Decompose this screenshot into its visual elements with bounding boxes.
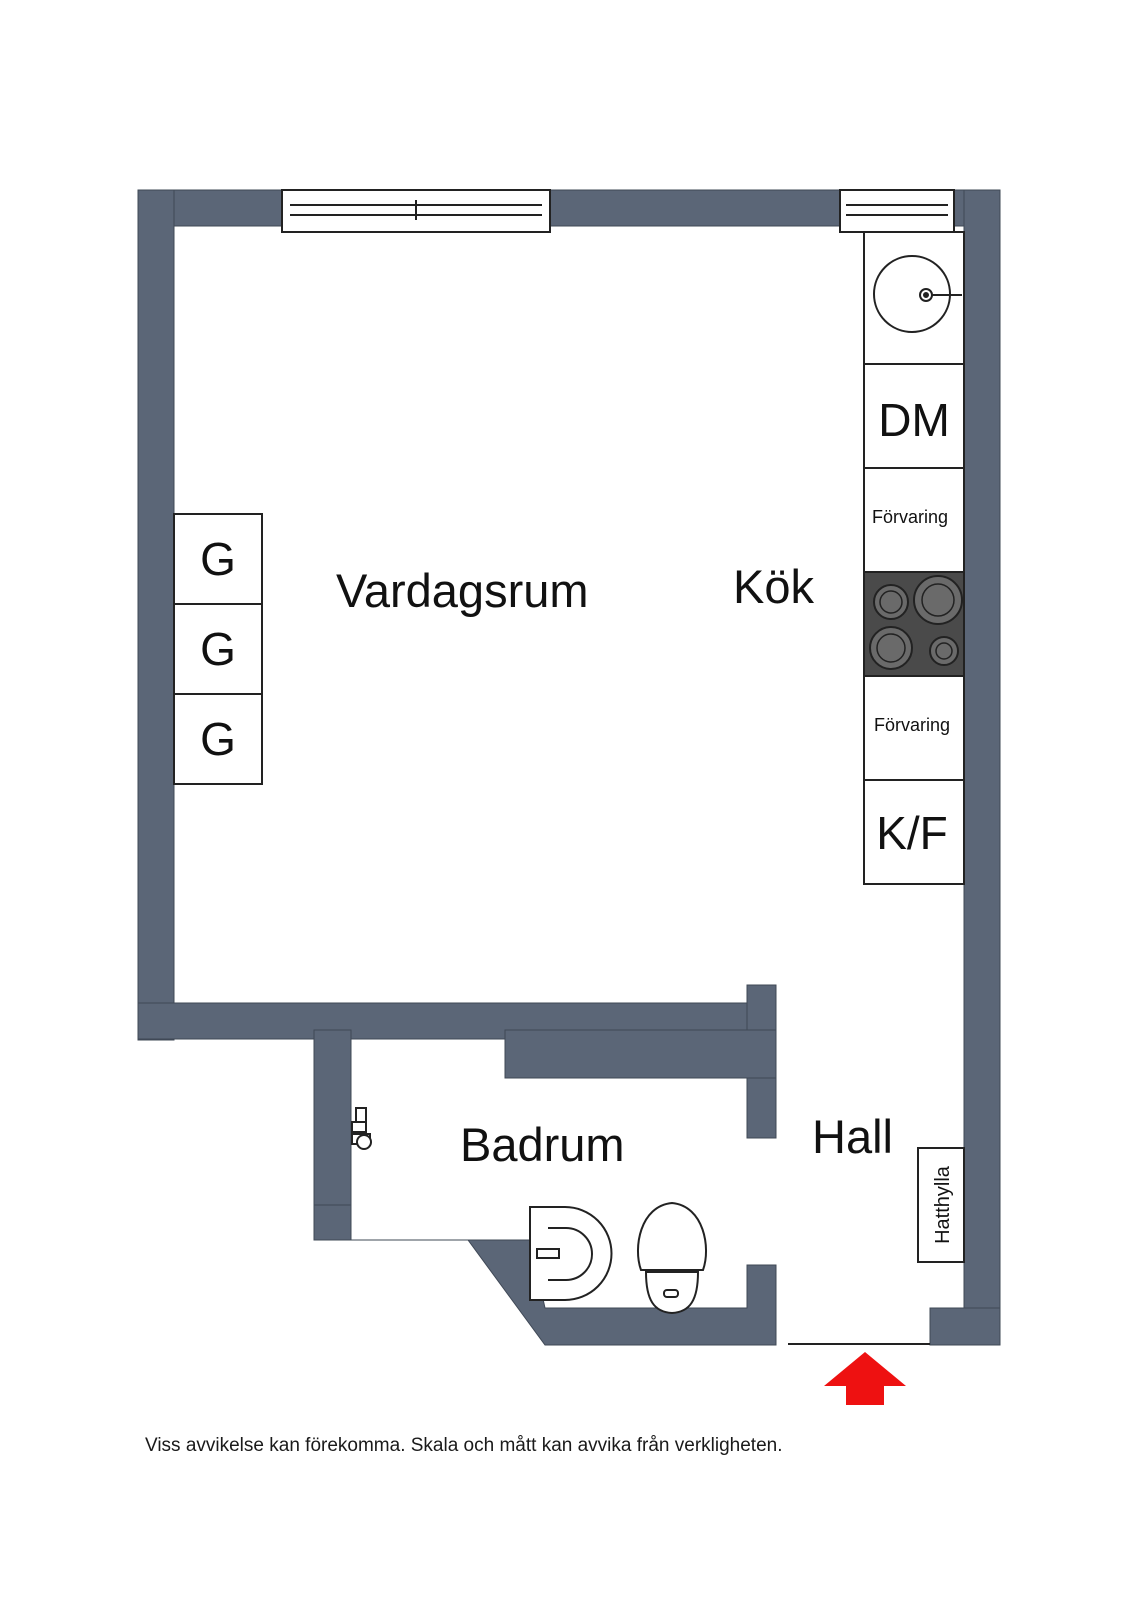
stove-icon xyxy=(863,571,965,677)
room-label-living: Vardagsrum xyxy=(336,564,589,617)
storage-label-upper: Förvaring xyxy=(872,507,948,527)
disclaimer-text: Viss avvikelse kan förekomma. Skala och … xyxy=(145,1435,783,1456)
arrow-up-icon xyxy=(824,1352,906,1405)
wardrobe-label-1: G xyxy=(200,533,236,585)
window-kitchen xyxy=(839,189,955,233)
dishwasher-label: DM xyxy=(878,394,950,446)
wardrobes xyxy=(173,513,263,785)
room-label-kitchen: Kök xyxy=(733,560,814,613)
washbasin-icon xyxy=(529,1206,613,1301)
wardrobe-label-3: G xyxy=(200,713,236,765)
wardrobe-label-2: G xyxy=(200,623,236,675)
hat-shelf xyxy=(917,1147,965,1263)
kitchen-units xyxy=(863,231,965,885)
toilet-icon xyxy=(637,1201,707,1315)
room-label-bathroom: Badrum xyxy=(460,1118,625,1171)
fridge-freezer-label: K/F xyxy=(876,807,948,859)
kitchen-sink-icon xyxy=(873,255,962,333)
room-label-hall: Hall xyxy=(812,1110,893,1163)
storage-label-lower: Förvaring xyxy=(874,715,950,735)
shower-icon xyxy=(351,1107,372,1150)
hat-shelf-label: Hatthylla xyxy=(932,1165,954,1244)
window-living xyxy=(281,189,551,233)
